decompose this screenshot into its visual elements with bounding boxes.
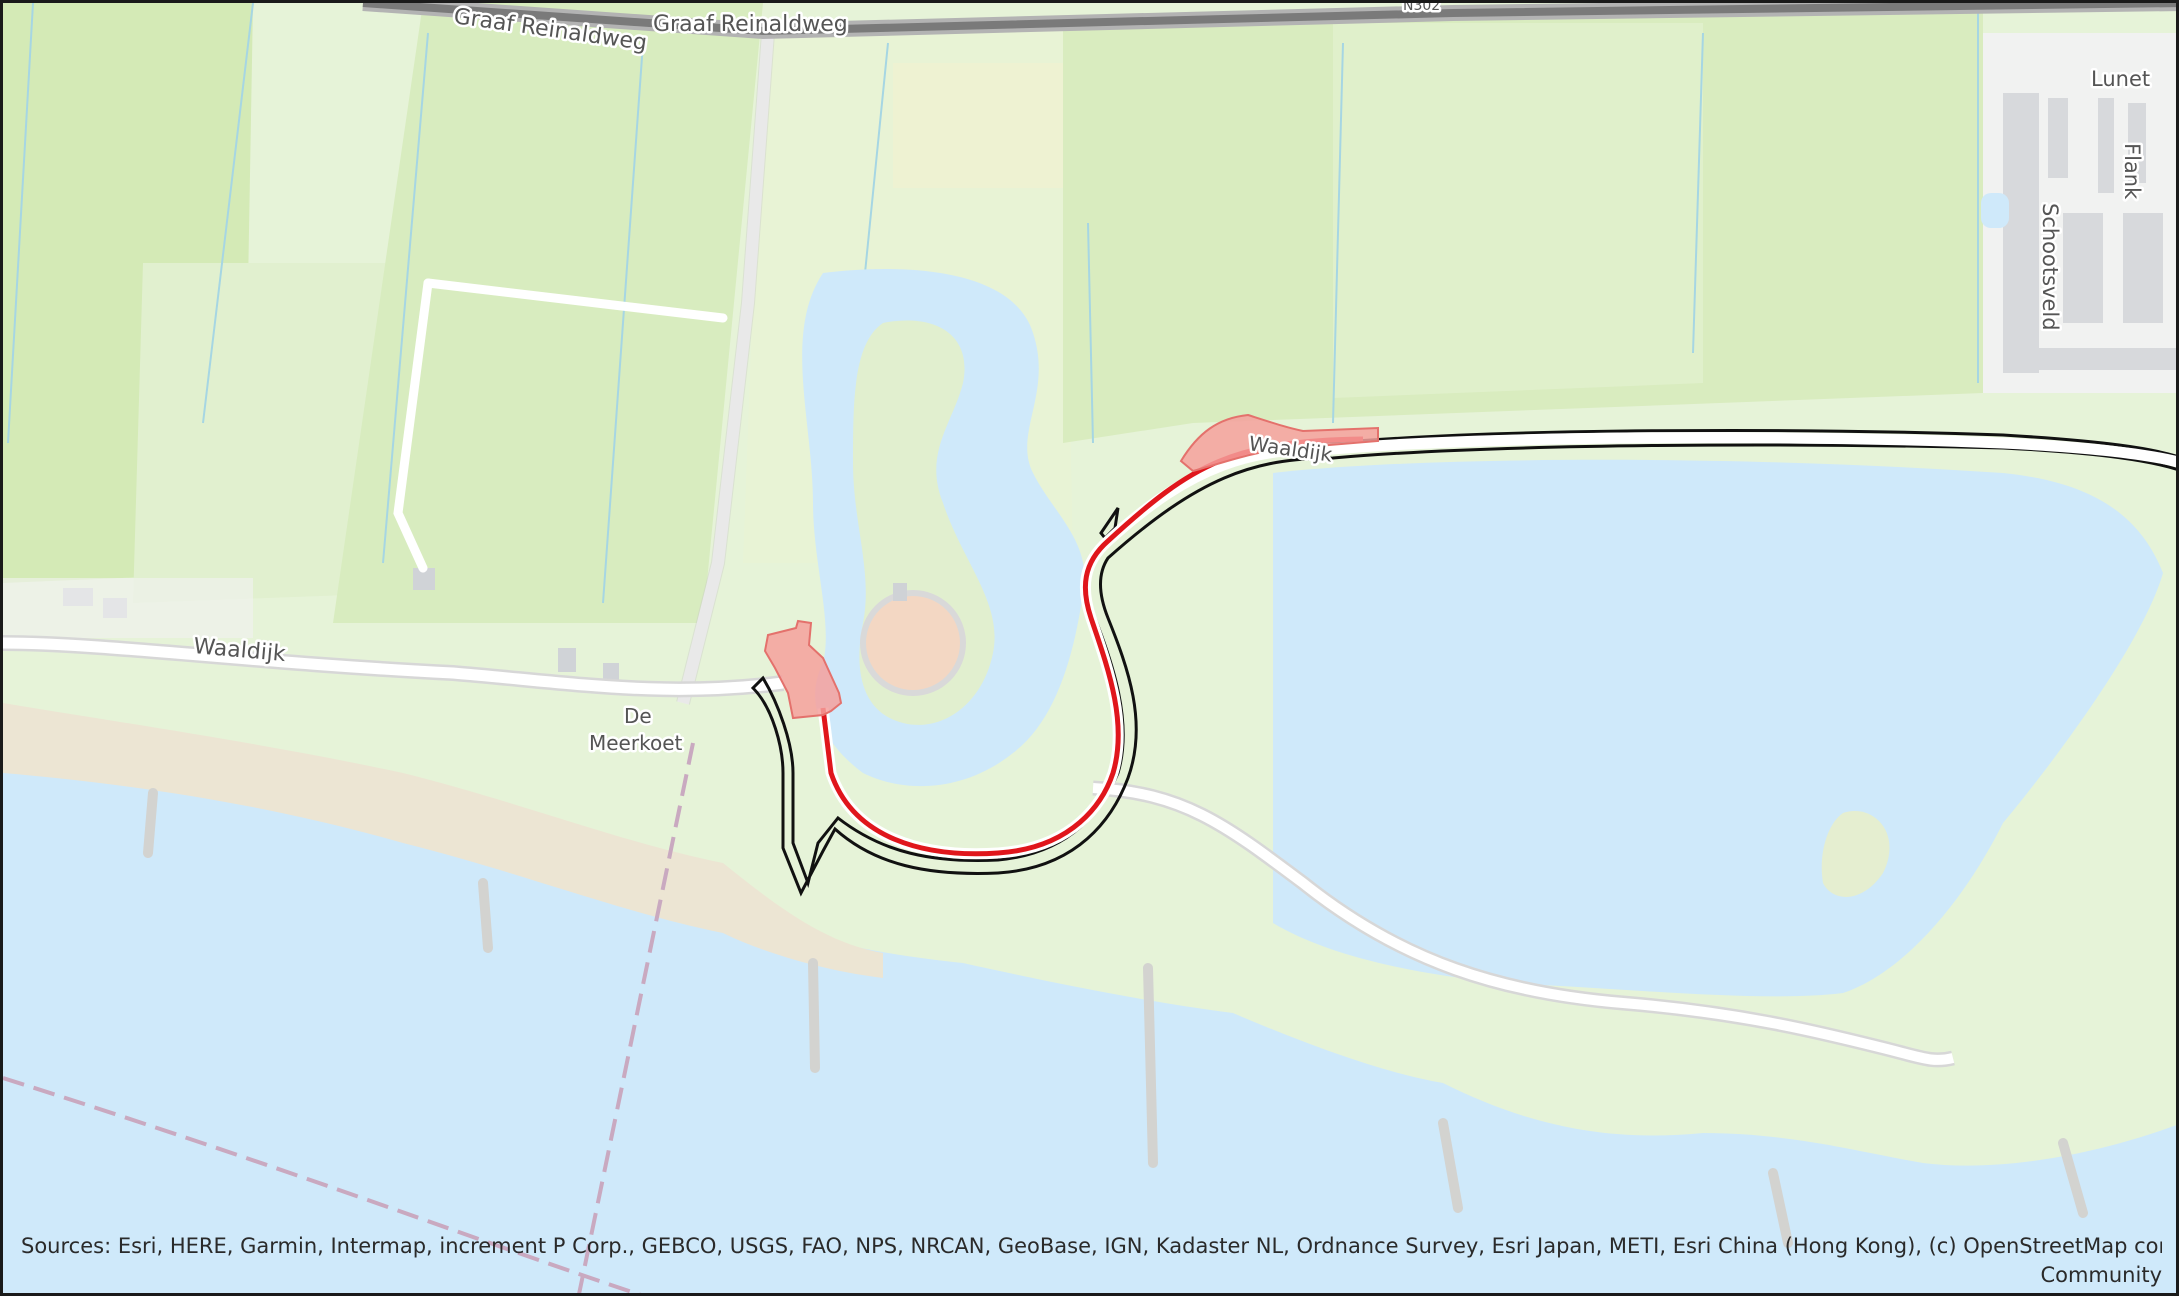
attribution-line-1: Sources: Esri, HERE, Garmin, Intermap, i… <box>21 1234 2162 1258</box>
fort-hut <box>893 583 907 601</box>
farmland-mid <box>333 3 763 623</box>
road-waaldijk-west-core <box>3 637 784 695</box>
label-graaf-reinaldweg: Graaf Reinaldweg <box>653 12 848 37</box>
selection-polygon-east[interactable] <box>1179 413 1379 473</box>
label-flank: Flank <box>2120 143 2144 200</box>
basemap[interactable]: Graaf Reinaldweg Graaf Reinaldweg N302 W… <box>3 3 2179 1296</box>
building-block <box>603 663 619 681</box>
label-lunet: Lunet <box>2091 67 2150 91</box>
label-de-meerkoet-1: De <box>624 704 652 728</box>
road-north-south-edge <box>676 32 775 705</box>
road-dike-southeast-core <box>1092 783 1955 1065</box>
beach-strip <box>3 703 883 978</box>
water-lake-east <box>1273 459 2163 997</box>
farm-yard <box>3 578 253 638</box>
selection-polygon-west[interactable] <box>763 619 843 720</box>
road-north-south <box>677 32 774 705</box>
residential-area <box>1981 33 2176 393</box>
groynes <box>143 788 2088 1248</box>
lake-island <box>1821 811 1890 897</box>
selection-line[interactable] <box>820 436 1364 857</box>
label-road-shield: N302 <box>1403 3 1440 14</box>
building-block <box>558 648 576 672</box>
ditches <box>7 3 1979 604</box>
label-de-meerkoet-2: Meerkoet <box>589 731 682 755</box>
road-graaf-reinaldweg-core <box>362 3 2176 36</box>
attribution-line-2: Community <box>2040 1263 2162 1287</box>
farmland-east-light <box>1333 23 1703 398</box>
farm-roads <box>393 278 728 573</box>
label-schootsveld: Schootsveld <box>2038 203 2062 331</box>
fort-building <box>859 590 967 696</box>
building-block <box>413 568 435 590</box>
boundary-dashed <box>3 1076 642 1293</box>
farmland-sand <box>893 63 1063 188</box>
map-attribution: Sources: Esri, HERE, Garmin, Intermap, i… <box>21 1232 2162 1290</box>
